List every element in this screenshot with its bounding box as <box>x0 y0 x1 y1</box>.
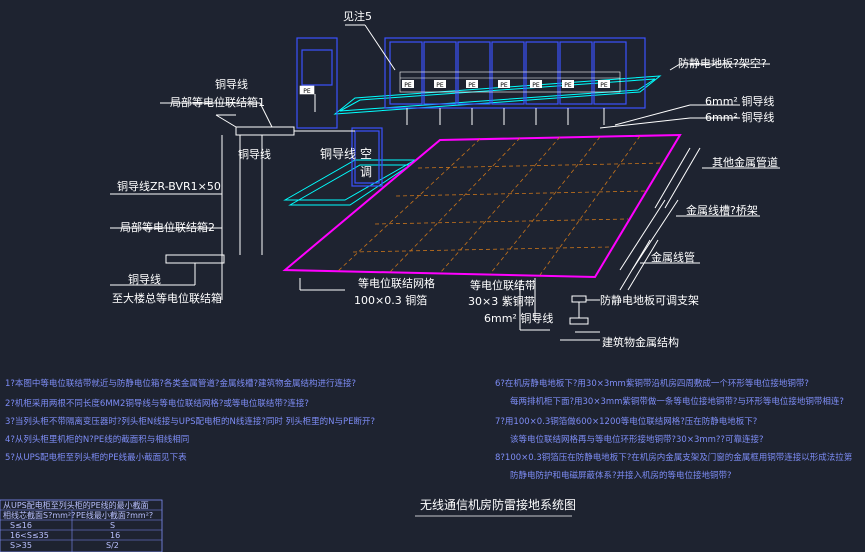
ac-copper-wire-label: 铜导线 <box>320 146 356 161</box>
copper-wire-label: 铜导线 <box>238 147 271 161</box>
note-line: 3?当列头柜不带隔离变压器时?列头柜N线接与UPS配电柜的N线连接?同时 列头柜… <box>5 416 375 427</box>
zr-wire-label: 铜导线ZR-BVR1×50 <box>117 179 221 193</box>
pe-label: PE <box>600 82 608 89</box>
note-line: 防静电防护和电磁屏蔽体系?并接入机房的等电位接地铜带? <box>510 470 732 481</box>
title-text: 无线通信机房防雷接地系统图 <box>420 497 576 512</box>
note-line: 该等电位联结网格再与等电位环形接地铜带?30×3mm??可靠连接? <box>510 434 763 445</box>
ac-label-2: 调 <box>360 165 372 179</box>
note-line: 8?100×0.3铜箔压在防静电地板下?在机房内金属支架及门窗的金属框用铜带连接… <box>495 452 853 463</box>
cable-tray-label: 金属线槽?桥架 <box>686 203 758 217</box>
pe-label: PE <box>404 82 412 89</box>
note-line: 1?本图中等电位联结带就近与防静电位箱?各类金属管道?金属线槽?建筑物金属结构进… <box>5 378 356 389</box>
pe-label: PE <box>303 88 311 95</box>
table-header: 相线芯截面S?mm²? <box>3 510 75 520</box>
note-line: 4?从列头柜里机柜的N?PE线的截面积与相线相同 <box>5 434 189 445</box>
note5-label: 见注5 <box>343 9 372 23</box>
other-metal-pipe-label: 其他金属管道 <box>712 155 778 169</box>
notes-right: 6?在机房静电地板下?用30×3mm紫铜带沿机房四周敷成一个环形等电位接地铜带?… <box>495 378 853 481</box>
floor-support-label: 防静电地板可调支架 <box>600 293 699 307</box>
metal-pipe-label: 金属线管 <box>651 250 695 264</box>
local-box2-label: 局部等电位联结箱2 <box>120 220 215 234</box>
ac-label-1: 空 <box>360 147 372 161</box>
diagram-title: 无线通信机房防雷接地系统图 <box>415 497 576 517</box>
floor-slab <box>283 159 417 201</box>
antistatic-floor-label: 防静电地板?架空? <box>678 56 767 70</box>
note-line: 每两排机柜下面?用30×3mm紫铜带做一条等电位接地铜带?与环形等电位接地铜带相… <box>510 396 844 407</box>
strip-label: 等电位联结带 <box>470 278 536 292</box>
air-conditioner <box>351 127 383 187</box>
table-header: PE线最小截面?mm²? <box>76 510 153 520</box>
note-line: 5?从UPS配电柜至列头柜的PE线最小截面见下表 <box>5 452 187 463</box>
copper-wires <box>110 24 780 341</box>
table-cell: S>35 <box>10 541 32 550</box>
local-box1-label: 局部等电位联结箱1 <box>170 95 265 109</box>
table-caption: 从UPS配电柜至列头柜的PE线的最小截面 <box>3 500 149 510</box>
strip-spec-label: 30×3 紫铜带 <box>468 294 535 308</box>
note-line: 6?在机房静电地板下?用30×3mm紫铜带沿机房四周敷成一个环形等电位接地铜带? <box>495 378 809 389</box>
rack-left: PE <box>296 37 338 129</box>
notes-left: 1?本图中等电位联结带就近与防静电位箱?各类金属管道?金属线槽?建筑物金属结构进… <box>5 378 375 463</box>
grid-label: 等电位联结网格 <box>358 276 435 290</box>
building-metal-label: 建筑物金属结构 <box>602 335 679 349</box>
pe-label: PE <box>500 82 508 89</box>
table-cell: S≤16 <box>10 521 32 530</box>
copper-wire-label: 铜导线 <box>128 272 161 286</box>
rack-row <box>384 37 646 109</box>
cu-6mm-label: 6mm² 铜导线 <box>705 94 774 108</box>
pe-section-table: 从UPS配电柜至列头柜的PE线的最小截面 相线芯截面S?mm²? PE线最小截面… <box>0 499 163 552</box>
pe-terminals: PE PE PE PE PE PE PE <box>402 80 610 89</box>
cu-6mm-label: 6mm² 铜导线 <box>705 110 774 124</box>
equipotential-grid <box>282 133 682 279</box>
to-main-box-label: 至大楼总等电位联结箱 <box>112 291 222 305</box>
pe-label: PE <box>532 82 540 89</box>
pe-label: PE <box>468 82 476 89</box>
floor-slab-inner <box>288 164 412 206</box>
table-cell: S <box>110 521 115 530</box>
pe-label: PE <box>564 82 572 89</box>
table-cell: S/2 <box>106 541 119 550</box>
table-cell: 16 <box>110 531 120 540</box>
antistatic-floor-upper-inner <box>339 78 656 112</box>
diagram-labels: 见注5 防静电地板?架空? 铜导线 局部等电位联结箱1 铜导线 铜导线 空 调 … <box>112 9 778 349</box>
grid-spec-label: 100×0.3 铜箔 <box>354 293 427 307</box>
copper-wire-label: 铜导线 <box>215 77 248 91</box>
pe-label: PE <box>436 82 444 89</box>
table-cell: 16<S≤35 <box>10 531 49 540</box>
note-line: 2?机柜采用两根不同长度6MM2铜导线与等电位联结网格?或等电位联结带?连接? <box>5 398 309 409</box>
cu-6mm-label: 6mm² 铜导线 <box>484 311 553 325</box>
note-line: 7?用100×0.3铜箔做600×1200等电位联结网格?压在防静电地板下? <box>495 416 757 427</box>
